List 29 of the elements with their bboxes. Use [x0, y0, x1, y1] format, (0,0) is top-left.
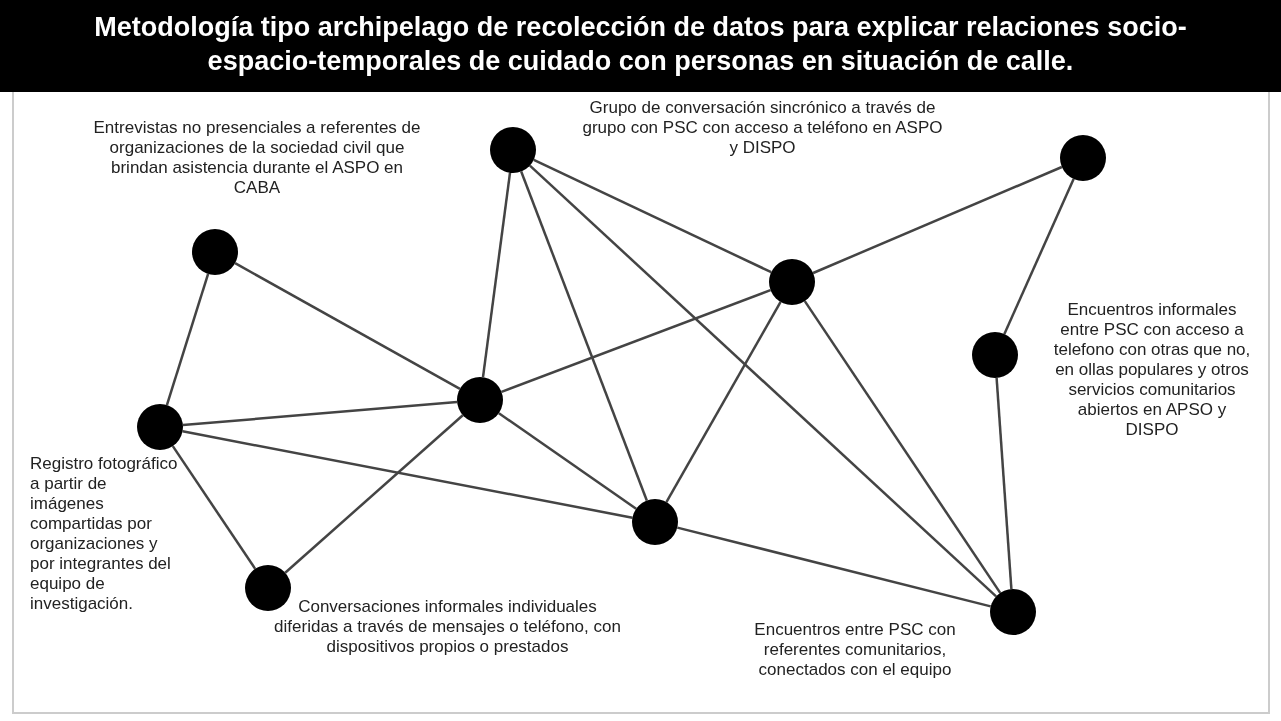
connector-line — [234, 262, 461, 390]
method-caption: Grupo de conversación sincrónico a través de grupo con PSC con acceso a teléfono en ASPO y DISPO — [581, 98, 944, 158]
connector-line — [165, 273, 210, 406]
connector-line — [1003, 178, 1075, 335]
method-caption: Conversaciones informales individuales diferidas a través de mensajes o teléfono, con dispositivos propios o prestados — [273, 597, 622, 657]
connector-line — [501, 288, 771, 394]
connector-line — [182, 430, 633, 519]
method-caption: Registro fotográfico a partir de imágenes compartidas por organizaciones y por integrantes del equipo de investigación. — [30, 454, 179, 614]
connector-line — [182, 400, 458, 427]
connector-line — [665, 301, 782, 503]
connector-line — [284, 414, 464, 574]
network-dot — [1060, 135, 1106, 181]
network-dot — [769, 259, 815, 305]
connector-line — [171, 445, 257, 570]
network-dot — [632, 499, 678, 545]
title-banner: Metodología tipo archipelago de recolección de datos para explicar relaciones socio-espacio-temporales de cuidado con personas en situación de calle. — [0, 0, 1281, 92]
method-caption: Encuentros informales entre PSC con acceso a telefono con otras que no, en ollas populares y otros servicios comunitarios abiertos en APSO y DISPO — [1052, 300, 1252, 440]
connector-line — [529, 164, 997, 598]
connector-line — [520, 171, 648, 501]
connector-line — [812, 165, 1063, 275]
connector-line — [481, 172, 512, 378]
connector-line — [498, 412, 637, 510]
network-dot — [457, 377, 503, 423]
connector-line — [995, 377, 1013, 590]
connector-line — [677, 526, 991, 608]
method-caption: Entrevistas no presenciales a referentes de organizaciones de la sociedad civil que brindan asistencia durante el ASPO en CABA — [92, 118, 422, 198]
connector-line — [803, 300, 1002, 594]
method-caption: Encuentros entre PSC con referentes comunitarios, conectados con el equipo — [753, 620, 957, 680]
connector-line — [533, 158, 772, 274]
